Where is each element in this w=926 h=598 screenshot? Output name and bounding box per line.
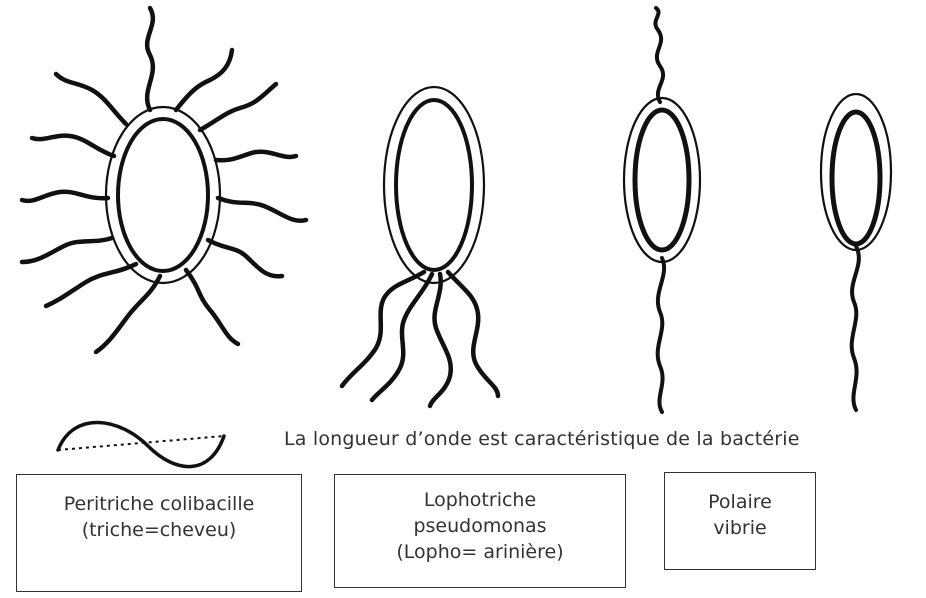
peritriche-label-box: Peritriche colibacille (triche=cheveu) [16, 474, 302, 592]
lophotriche-label-line3: (Lopho= arinière) [335, 539, 625, 565]
polar-flagellum-bottom [658, 258, 664, 412]
polaire-label-box: Polaire vibrie [664, 472, 816, 570]
polar-flagellum [852, 246, 859, 410]
polaire-label-line2: vibrie [665, 515, 815, 541]
monotrichous-bacterium-1 [624, 8, 700, 412]
polar-flagellum-top [655, 8, 663, 102]
peritriche-label-line2: (triche=cheveu) [17, 517, 301, 543]
lophotriche-label-box: Lophotriche pseudomonas (Lopho= arinière… [334, 474, 626, 588]
wavelength-wave [58, 422, 224, 466]
polaire-label-line1: Polaire [665, 489, 815, 515]
lophotrichous-bacterium [342, 87, 498, 406]
peritrichous-bacterium [22, 8, 306, 352]
lophotriche-label-line1: Lophotriche [335, 487, 625, 513]
peritriche-label-line1: Peritriche colibacille [17, 491, 301, 517]
peritrichous-flagella [22, 8, 306, 352]
monotrichous-bacterium-2 [821, 94, 891, 410]
wavelength-caption: La longueur d’onde est caractéristique d… [284, 428, 800, 450]
lophotrichous-flagella [342, 272, 498, 406]
lophotriche-label-line2: pseudomonas [335, 513, 625, 539]
